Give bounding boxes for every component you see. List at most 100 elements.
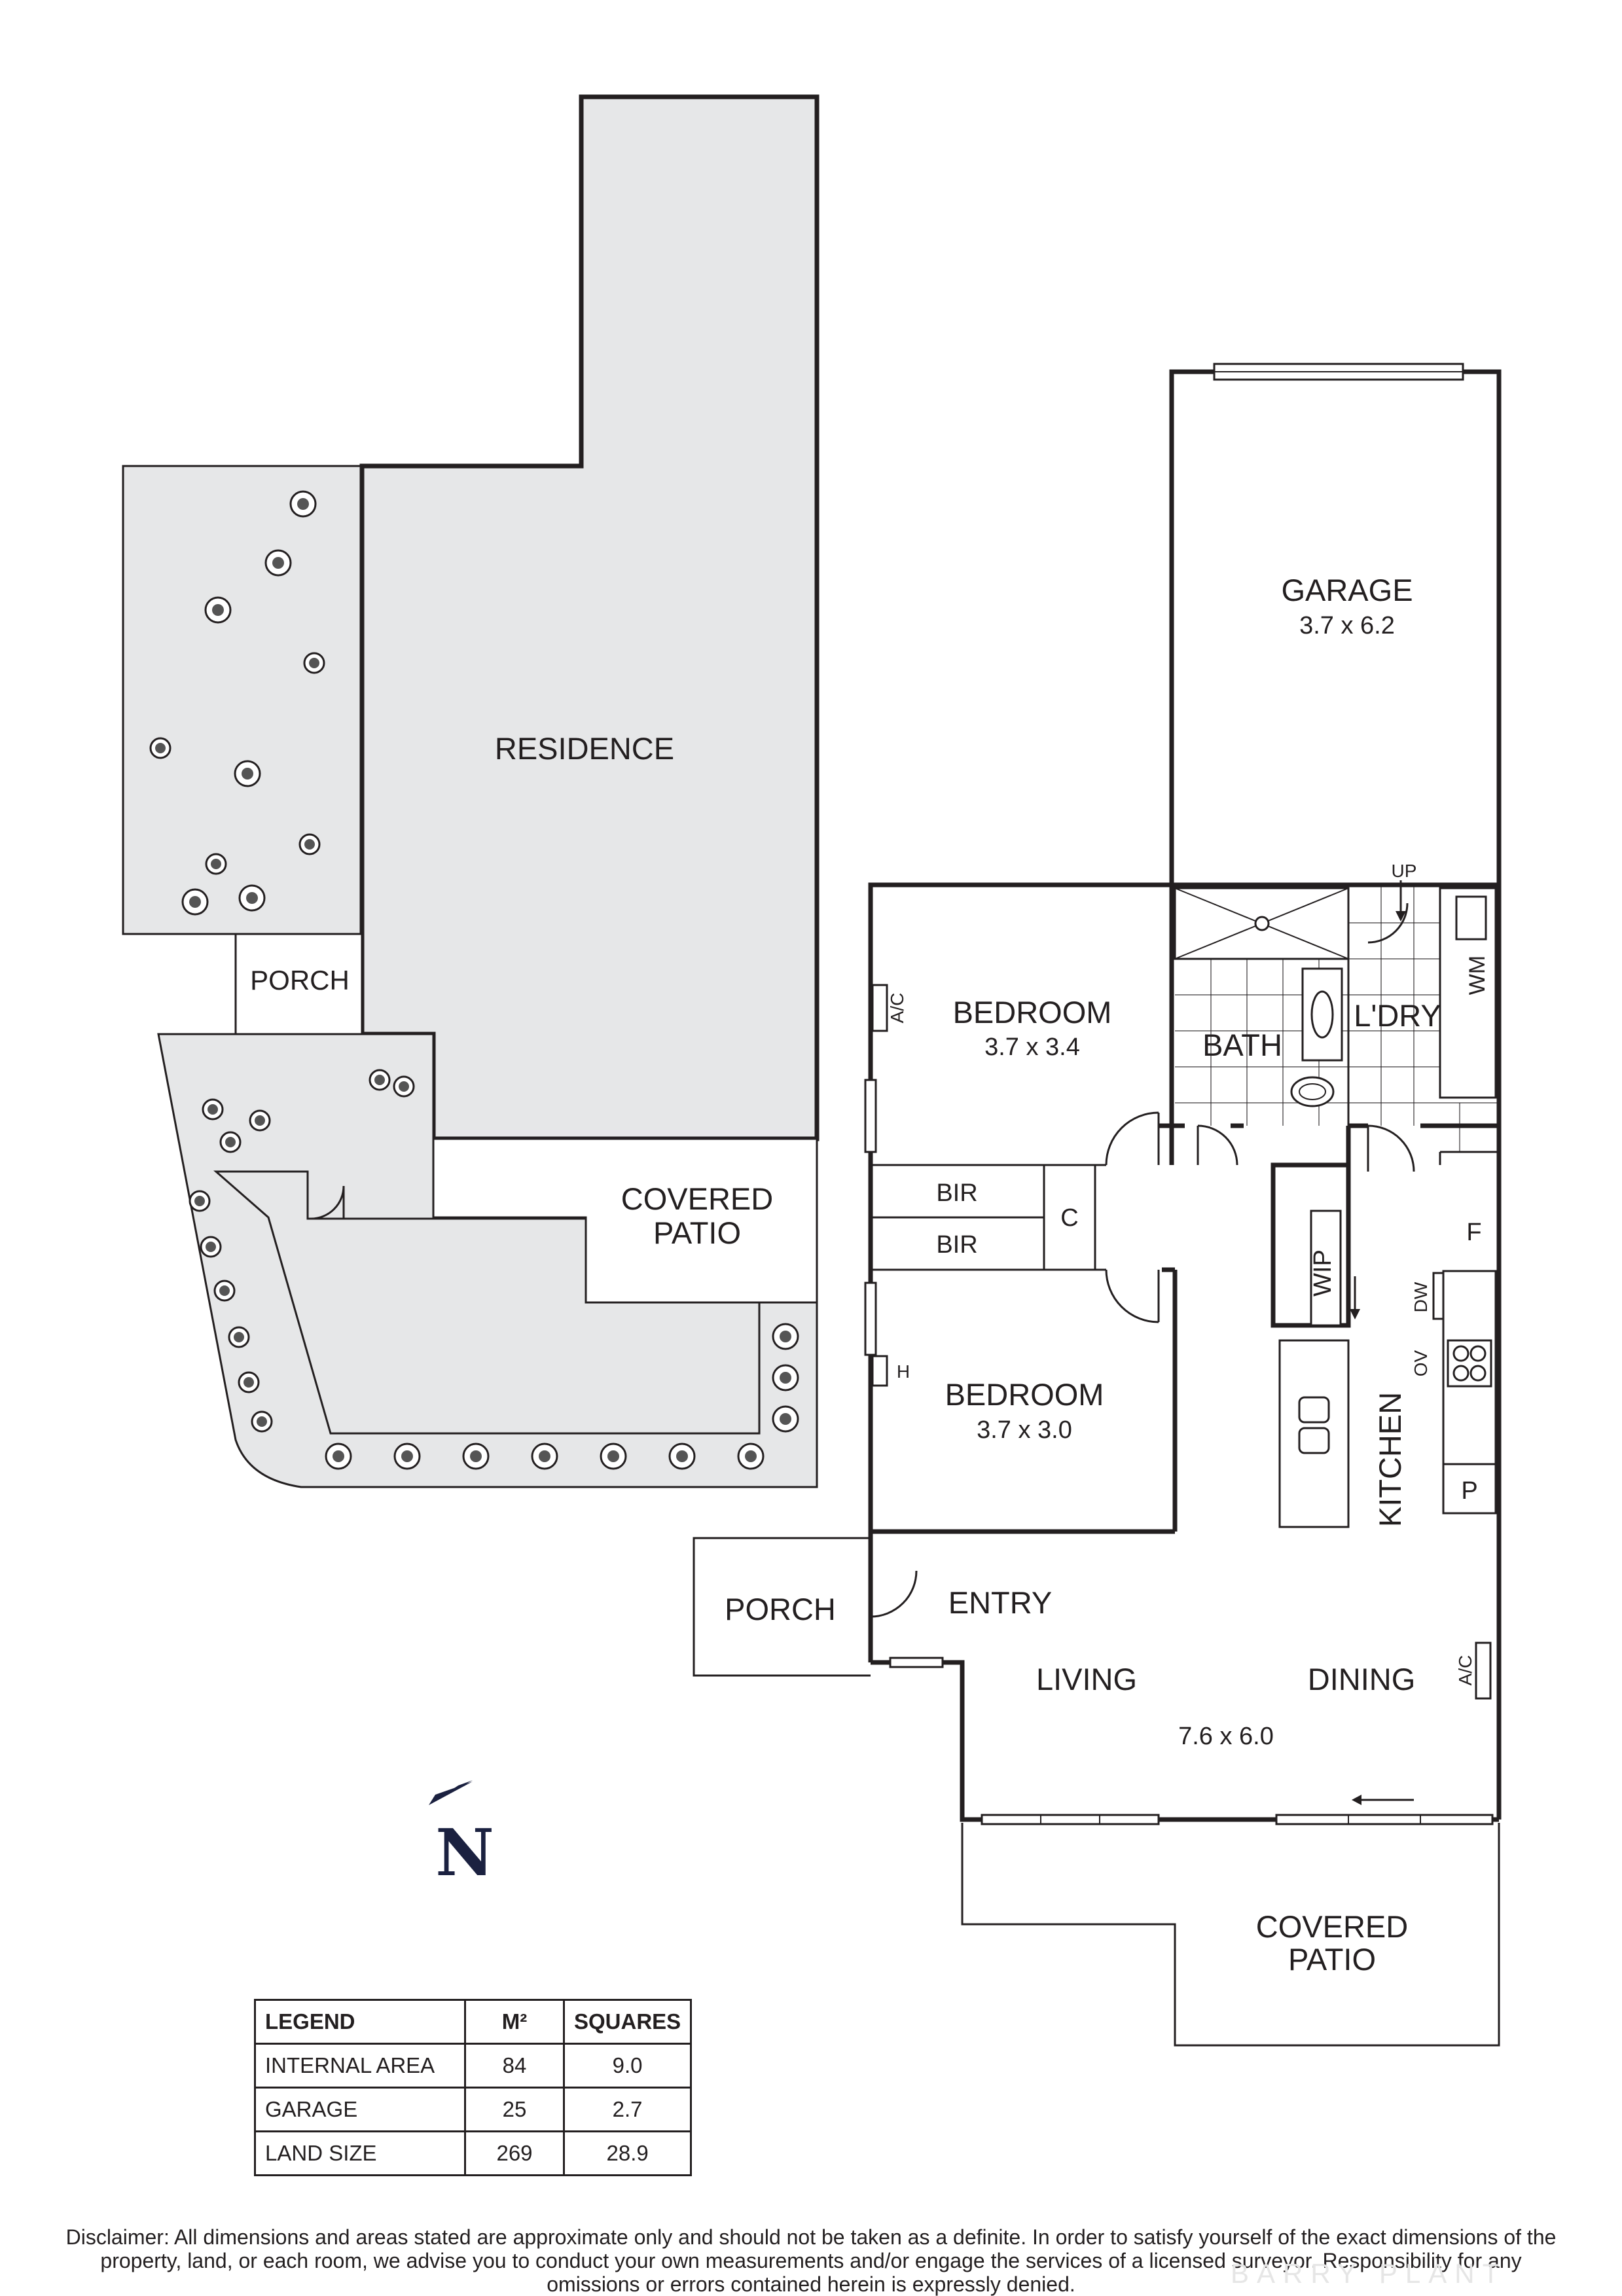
tree-icon xyxy=(238,884,266,912)
garage-walls xyxy=(1169,369,1502,1100)
watermark-logo: BARRY PLANT xyxy=(1231,2258,1507,2289)
site-porch-label: PORCH xyxy=(250,965,350,996)
legend-cell: 9.0 xyxy=(562,2043,693,2089)
tree-icon xyxy=(298,833,321,855)
dining-label: DINING xyxy=(1308,1662,1416,1696)
house-covered-patio xyxy=(961,1823,1500,2047)
tree-icon xyxy=(189,1190,211,1212)
ac-unit xyxy=(1475,1641,1492,1700)
window xyxy=(864,1079,877,1153)
tree-icon xyxy=(234,760,261,787)
tree-icon xyxy=(249,1109,271,1132)
tree-icon xyxy=(600,1443,627,1470)
table-row: INTERNAL AREA 84 9.0 xyxy=(254,2043,693,2089)
heater xyxy=(871,1355,888,1387)
tree-icon xyxy=(149,737,171,759)
tree-icon xyxy=(462,1443,490,1470)
up-label: UP xyxy=(1392,861,1417,881)
tree-icon xyxy=(202,1098,224,1121)
laundry-tiles xyxy=(1348,885,1499,1152)
porch-label: PORCH xyxy=(725,1592,836,1626)
legend-header: LEGEND xyxy=(254,1999,466,2045)
site-patio-label-1: COVERED xyxy=(621,1181,773,1216)
tree-icon xyxy=(251,1410,273,1433)
tree-icon xyxy=(393,1443,421,1470)
bedroom1-label: BEDROOM xyxy=(953,995,1112,1030)
tree-icon xyxy=(303,652,325,674)
tree-icon xyxy=(668,1443,696,1470)
kitchen-label: KITCHEN xyxy=(1373,1392,1407,1527)
kitchen-island xyxy=(1278,1339,1350,1528)
window xyxy=(889,1657,944,1668)
patio-label-1: COVERED xyxy=(1256,1909,1408,1944)
tree-icon xyxy=(213,1280,236,1302)
ac2-label: A/C xyxy=(1455,1655,1475,1686)
residence-label: RESIDENCE xyxy=(495,731,674,766)
garage-dim: 3.7 x 6.2 xyxy=(1299,612,1395,639)
bir1-label: BIR xyxy=(936,1179,977,1207)
legend-cell: 25 xyxy=(464,2087,565,2132)
fridge-label: F xyxy=(1466,1219,1481,1246)
ac-unit xyxy=(871,984,888,1032)
tree-icon xyxy=(772,1323,799,1350)
tree-icon xyxy=(238,1371,260,1393)
living-label: LIVING xyxy=(1036,1662,1137,1696)
cooktop-icon xyxy=(1447,1339,1492,1388)
table-row: LAND SIZE 269 28.9 xyxy=(254,2130,693,2176)
site-plan xyxy=(122,94,820,1488)
tree-icon xyxy=(200,1236,222,1258)
sliding-door xyxy=(981,1814,1160,1825)
tree-icon xyxy=(289,490,317,518)
wip-label: WIP xyxy=(1309,1249,1337,1297)
legend-cell: 84 xyxy=(464,2043,565,2089)
bath-label: BATH xyxy=(1202,1028,1282,1062)
tree-icon xyxy=(325,1443,352,1470)
tree-icon xyxy=(204,596,232,624)
garden-area xyxy=(122,465,363,935)
house-floor-plan xyxy=(693,363,1502,2047)
house-porch xyxy=(693,1537,871,1677)
entry-label: ENTRY xyxy=(948,1585,1052,1620)
cupboard-c xyxy=(1043,1164,1096,1271)
legend-header: M² xyxy=(464,1999,565,2045)
laundry-label: L'DRY xyxy=(1354,998,1441,1033)
tree-icon xyxy=(393,1075,415,1098)
site-patio-label-2: PATIO xyxy=(653,1215,741,1250)
disclaimer-text: Disclaimer: All dimensions and areas sta… xyxy=(65,2225,1557,2296)
sink-icon-2 xyxy=(1298,1427,1330,1454)
tree-icon xyxy=(264,549,292,577)
tree-icon xyxy=(181,888,209,916)
pantry xyxy=(1442,1463,1497,1515)
legend-cell: 2.7 xyxy=(562,2087,693,2132)
legend-cell: 28.9 xyxy=(562,2130,693,2176)
tree-icon xyxy=(737,1443,765,1470)
legend-header-row: LEGEND M² SQUARES xyxy=(254,1999,693,2045)
legend-cell: 269 xyxy=(464,2130,565,2176)
north-arrow-icon: N xyxy=(429,1780,494,1891)
ac1-label: A/C xyxy=(887,993,907,1024)
sliding-door xyxy=(1275,1814,1494,1825)
tree-icon xyxy=(369,1069,391,1091)
residence-block xyxy=(359,94,820,1141)
bir2-label: BIR xyxy=(936,1231,977,1259)
wip-shelf xyxy=(1310,1210,1342,1327)
bedroom1-dim: 3.7 x 3.4 xyxy=(984,1033,1080,1061)
window xyxy=(864,1282,877,1356)
basin-icon xyxy=(1310,990,1334,1039)
trees xyxy=(149,490,799,1470)
inner-building-outline xyxy=(213,1170,761,1435)
living-dim: 7.6 x 6.0 xyxy=(1178,1723,1274,1750)
tree-icon xyxy=(772,1405,799,1433)
sink-icon-1 xyxy=(1298,1396,1330,1424)
tree-icon xyxy=(531,1443,558,1470)
garage-label: GARAGE xyxy=(1281,573,1413,607)
washing-machine xyxy=(1455,895,1487,941)
heater-label: H xyxy=(897,1361,910,1382)
tree-icon xyxy=(219,1131,242,1153)
pantry-label: P xyxy=(1461,1477,1477,1505)
legend-table: LEGEND M² SQUARES INTERNAL AREA 84 9.0 G… xyxy=(254,1999,693,2176)
tree-icon xyxy=(205,853,227,875)
wm-label: WM xyxy=(1465,956,1490,995)
legend-cell: INTERNAL AREA xyxy=(254,2043,466,2089)
